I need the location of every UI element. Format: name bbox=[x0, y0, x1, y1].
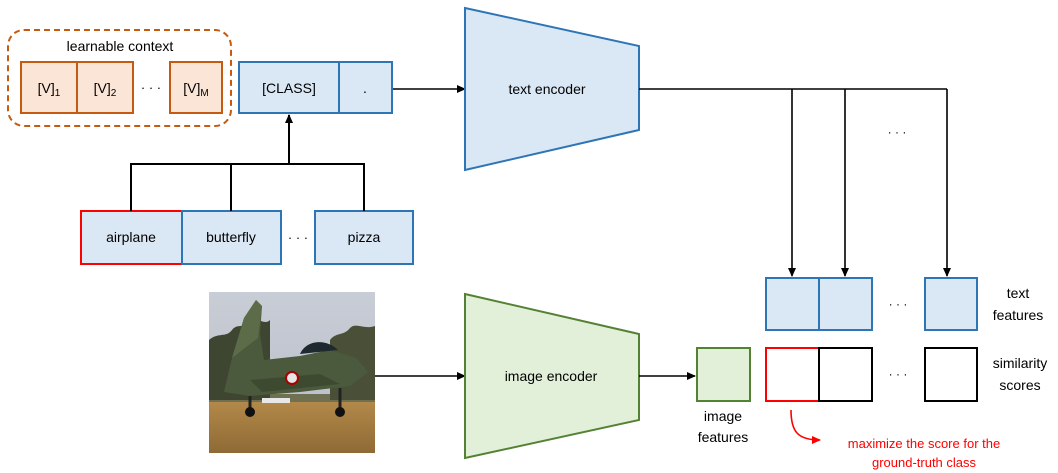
learnable-context-title: learnable context bbox=[67, 38, 174, 54]
text-encoder bbox=[464, 6, 640, 172]
branch-ellipsis: · · · bbox=[888, 125, 907, 139]
class-token-label: [CLASS] bbox=[262, 80, 316, 96]
text-features-label-line2: features bbox=[993, 307, 1044, 323]
class-label-pizza: pizza bbox=[348, 229, 381, 245]
learnable-context-group: learnable context [V]1 [V]2 · · · [V]M bbox=[7, 29, 232, 127]
text-feature-cell bbox=[818, 277, 873, 331]
similarity-scores-row: · · · similarity scores bbox=[765, 347, 1047, 402]
image-encoder-label: image encoder bbox=[505, 368, 598, 384]
context-token-2-label: [V]2 bbox=[94, 80, 117, 99]
image-features-label-line2: features bbox=[698, 429, 749, 445]
end-token-label: . bbox=[363, 80, 367, 96]
text-features-ellipsis: · · · bbox=[889, 297, 908, 311]
class-ellipsis: · · · bbox=[288, 230, 308, 245]
similarity-label-line2: scores bbox=[999, 377, 1040, 393]
similarity-ellipsis: · · · bbox=[889, 367, 908, 381]
text-encoder-label: text encoder bbox=[508, 81, 585, 97]
annotation-line1: maximize the score for the bbox=[848, 436, 1000, 451]
class-box-airplane bbox=[80, 210, 183, 265]
text-features-label-line1: text bbox=[1007, 285, 1030, 301]
jet-aircraft-icon bbox=[224, 300, 368, 417]
class-box-pizza bbox=[314, 210, 414, 265]
class-token-box bbox=[238, 61, 340, 114]
end-token-box bbox=[338, 61, 393, 114]
class-name-group: airplane butterfly · · · pizza bbox=[80, 210, 414, 265]
text-features-row: · · · text features bbox=[765, 277, 1044, 331]
text-feature-cell bbox=[924, 277, 978, 331]
similarity-cell bbox=[924, 347, 978, 402]
class-label-airplane: airplane bbox=[106, 229, 156, 245]
similarity-cell bbox=[818, 347, 873, 402]
annotation-line2: ground-truth class bbox=[872, 455, 977, 470]
context-token-2 bbox=[76, 61, 134, 114]
text-feature-cell bbox=[765, 277, 820, 331]
input-image bbox=[209, 292, 375, 453]
similarity-label-line1: similarity bbox=[993, 355, 1047, 371]
image-encoder bbox=[464, 292, 640, 460]
annotation-arrow bbox=[790, 409, 821, 444]
image-features-label-line1: image bbox=[704, 408, 742, 424]
prompt-group: [CLASS] . bbox=[238, 61, 393, 114]
learnable-context-border bbox=[7, 29, 232, 127]
class-connector bbox=[130, 114, 365, 211]
similarity-cell-ground-truth bbox=[765, 347, 820, 402]
context-token-m bbox=[169, 61, 223, 114]
text-encoder-branches: · · · bbox=[639, 88, 951, 277]
image-features-box bbox=[696, 347, 751, 402]
context-token-m-label: [V]M bbox=[183, 80, 208, 99]
context-token-1-label: [V]1 bbox=[38, 80, 61, 99]
context-ellipsis: · · · bbox=[141, 80, 161, 95]
class-label-butterfly: butterfly bbox=[206, 229, 256, 245]
